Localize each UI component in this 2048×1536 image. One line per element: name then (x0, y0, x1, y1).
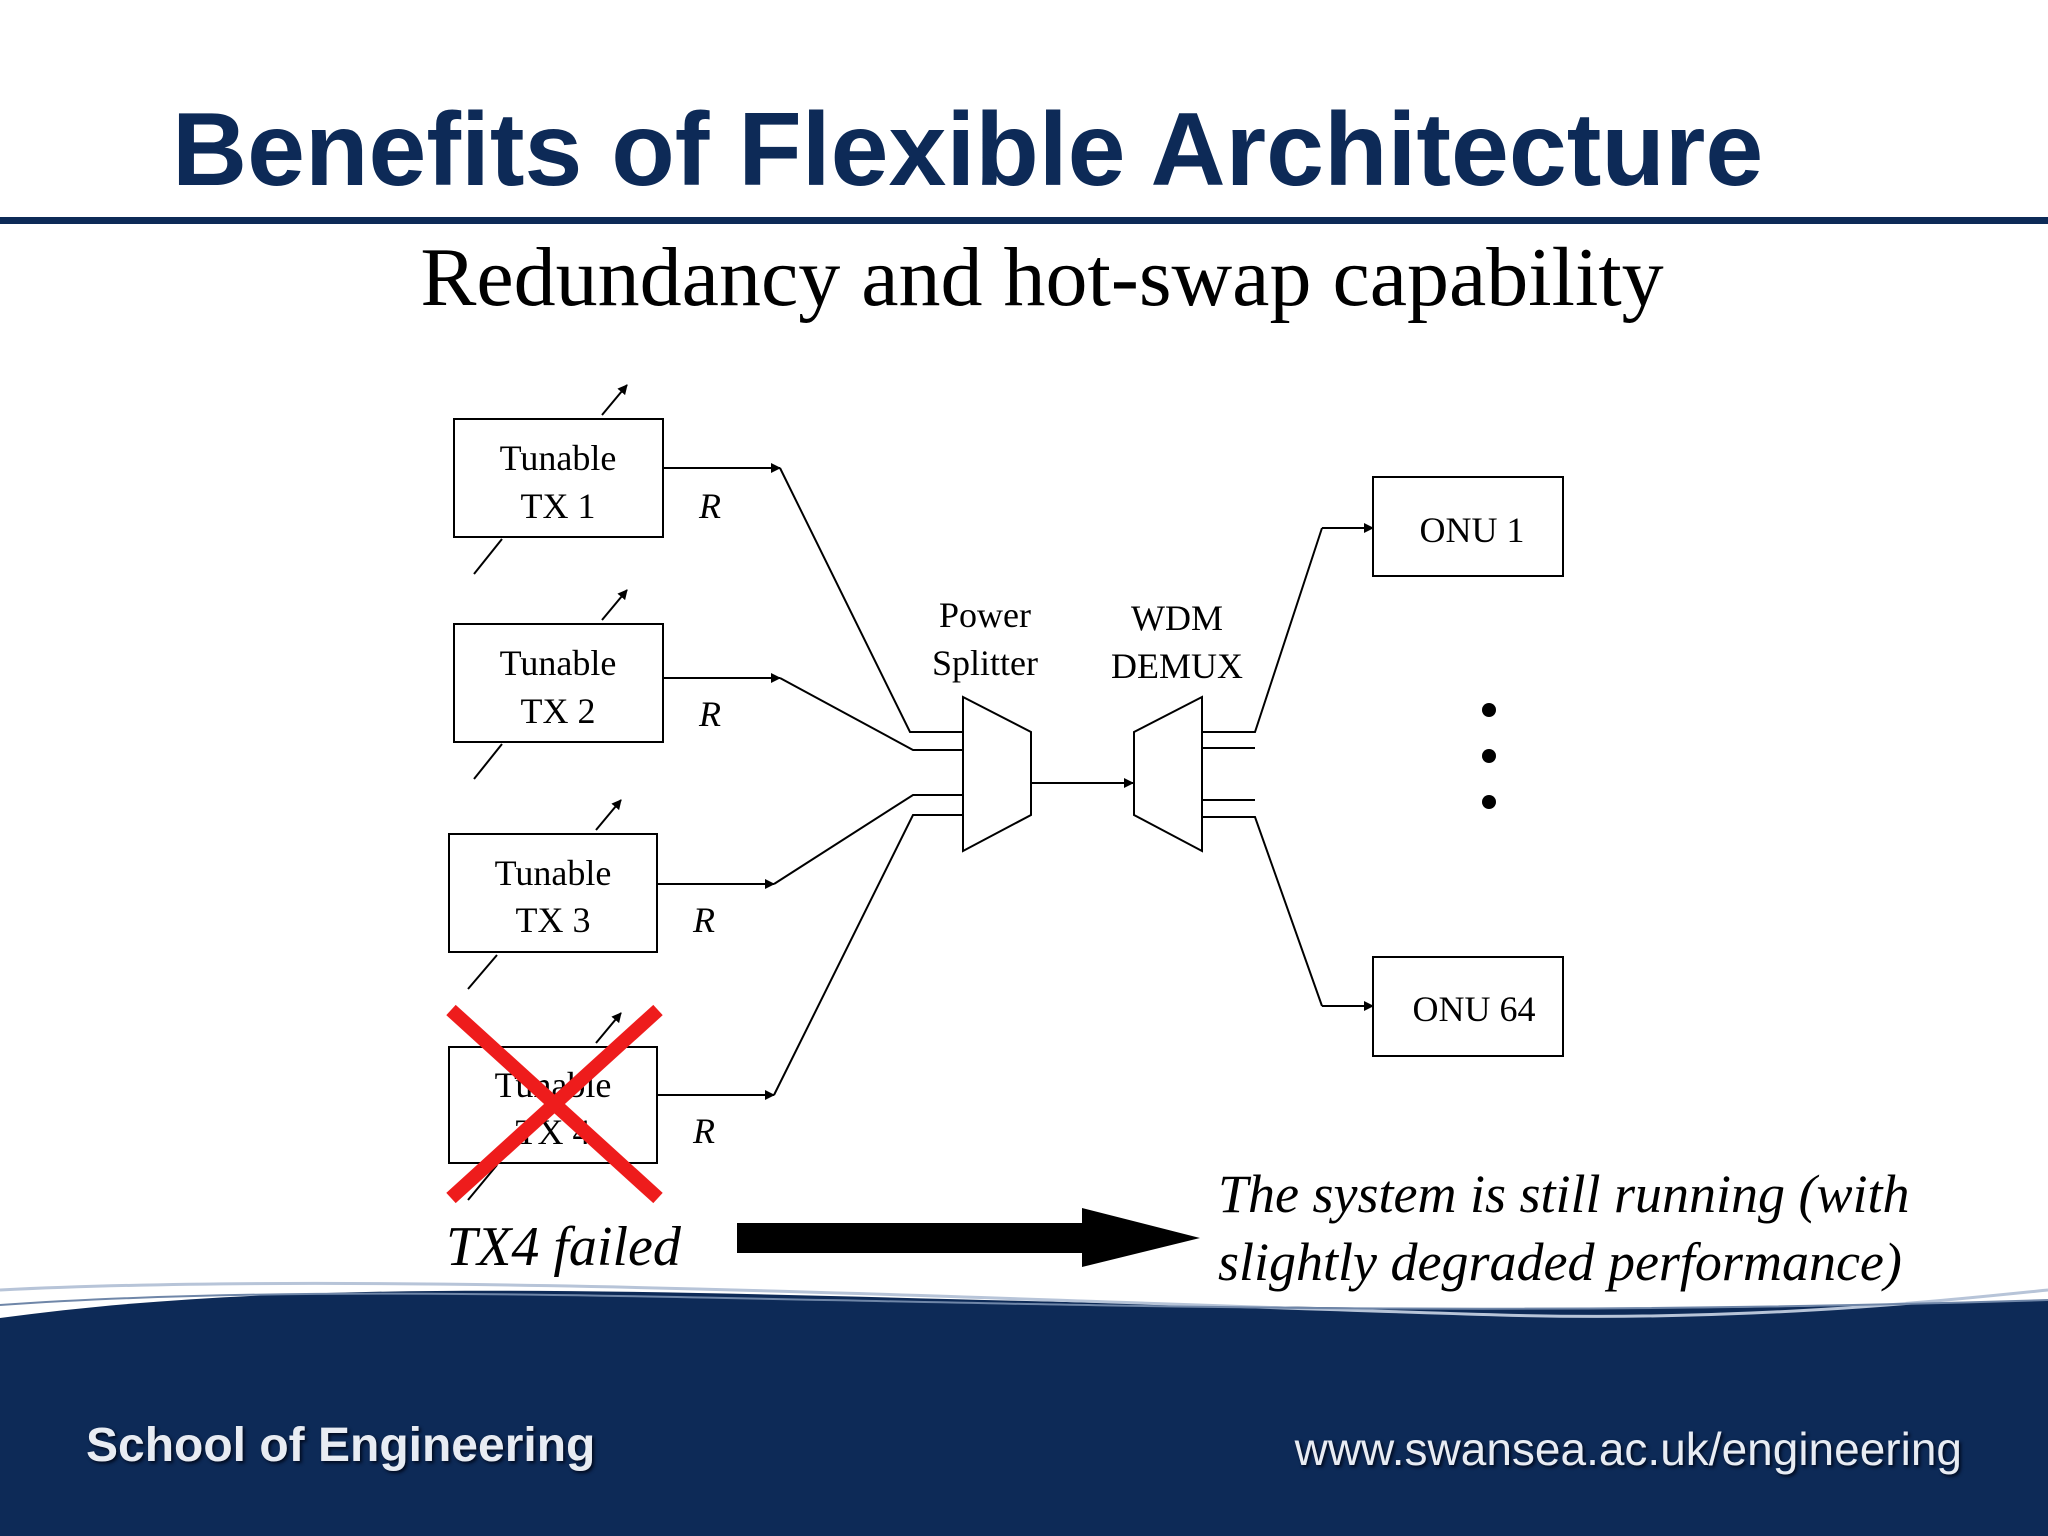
demux-label-line2: DEMUX (1111, 646, 1243, 686)
tx2-label-line2: TX 2 (521, 691, 596, 731)
result-arrow-icon (737, 1208, 1200, 1267)
onu64-label: ONU 64 (1413, 989, 1536, 1029)
wdm-demux: WDM DEMUX (1111, 598, 1243, 853)
tx3-tuning-arrow-top-icon (595, 799, 622, 831)
tx4-tuning-arrow-top-icon (595, 1012, 622, 1044)
footer-url-link[interactable]: www.swansea.ac.uk/engineering (1294, 1423, 1962, 1475)
tx2-rate: R (698, 694, 721, 734)
tx1-rate: R (698, 486, 721, 526)
tx-to-splitter-fibers (773, 467, 963, 1096)
tx3-rate: R (692, 900, 715, 940)
tx2-label-line1: Tunable (500, 643, 617, 683)
result-note-line1: The system is still running (with (1218, 1164, 1910, 1224)
tx2-tuning-arrow-icon (473, 743, 503, 780)
demux-to-onu-fibers (1202, 527, 1323, 1007)
tx2-tuning-arrow-top-icon (601, 589, 628, 621)
tx1-tuning-arrow-top-icon (601, 384, 628, 416)
footer-school-name: School of Engineering (86, 1419, 596, 1472)
failure-label: TX4 failed (446, 1216, 681, 1278)
tx1-tuning-arrow-icon (473, 538, 503, 575)
demux-label-line1: WDM (1131, 598, 1223, 638)
failed-cross-icon (446, 1004, 663, 1204)
tx4-rate: R (692, 1111, 715, 1151)
tx3-tuning-arrow-icon (467, 954, 498, 990)
result-note: The system is still running (with slight… (1218, 1160, 1910, 1296)
ellipsis-dots-icon (1482, 703, 1496, 809)
tx2-block: Tunable TX 2 R (453, 589, 781, 780)
tx1-label-line1: Tunable (500, 438, 617, 478)
slide-subtitle: Redundancy and hot-swap capability (420, 231, 1664, 324)
onu64-block: ONU 64 (1372, 956, 1564, 1057)
result-note-line2: slightly degraded performance) (1218, 1232, 1902, 1292)
tx1-label-line2: TX 1 (521, 486, 596, 526)
tx3-label-line2: TX 3 (516, 900, 591, 940)
footer-band (0, 1281, 2048, 1536)
onu1-label: ONU 1 (1420, 510, 1525, 550)
onu1-block: ONU 1 (1372, 476, 1564, 577)
splitter-label-line2: Splitter (932, 643, 1038, 683)
title-divider (0, 217, 2048, 224)
tx4-block: Tunable TX 4 R (446, 1004, 775, 1204)
power-splitter: Power Splitter (932, 595, 1038, 853)
tx4-tuning-arrow-icon (467, 1164, 498, 1201)
tx3-label-line1: Tunable (495, 853, 612, 893)
tx3-block: Tunable TX 3 R (448, 799, 775, 990)
tx1-block: Tunable TX 1 R (453, 384, 781, 575)
slide-title: Benefits of Flexible Architecture (172, 92, 1764, 208)
splitter-label-line1: Power (939, 595, 1031, 635)
